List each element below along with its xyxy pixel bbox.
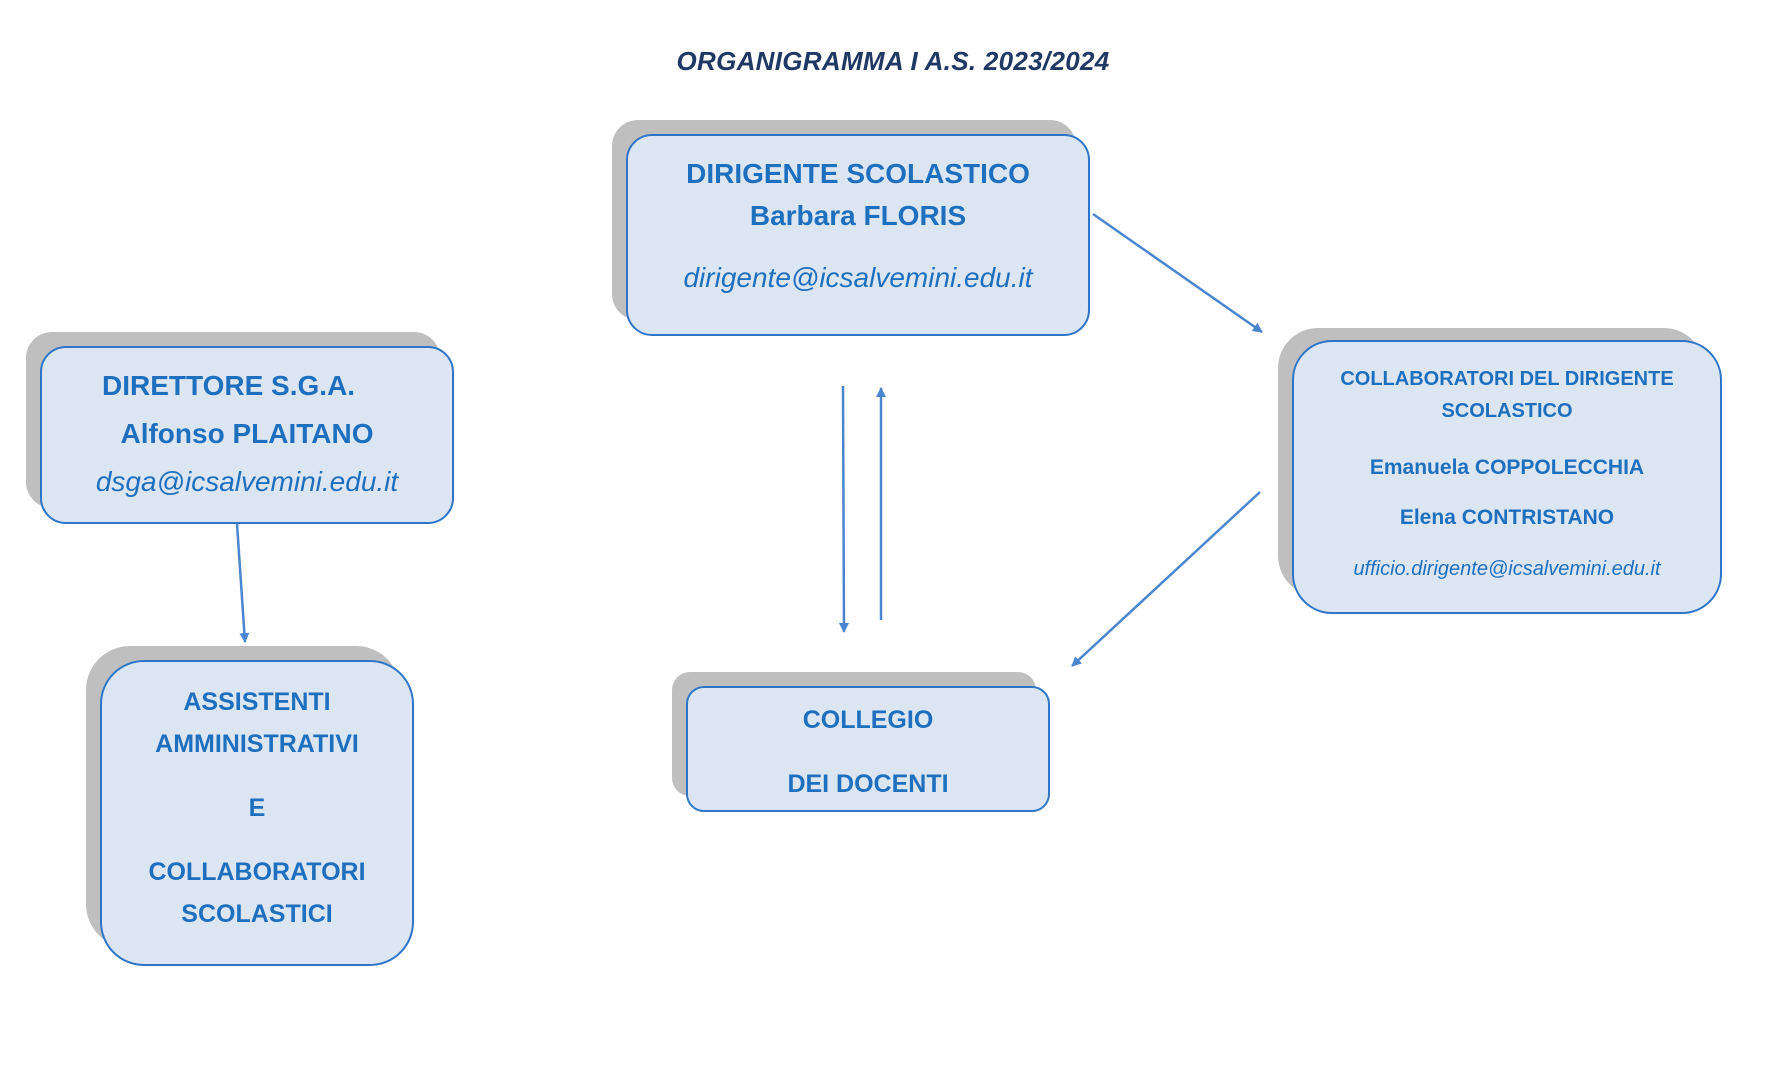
collaboratori-name2: Elena CONTRISTANO xyxy=(1399,506,1615,529)
collaboratori-name1: Emanuela COPPOLECCHIA xyxy=(1369,456,1645,479)
dirigente-email: dirigente@icsalvemini.edu.it xyxy=(683,262,1033,293)
arrow-dsga-to-assistenti xyxy=(235,523,250,643)
dirigente-box: DIRIGENTE SCOLASTICO Barbara FLORIS diri… xyxy=(626,134,1090,336)
dsga-box: DIRETTORE S.G.A. Alfonso PLAITANO dsga@i… xyxy=(40,346,454,524)
dsga-name: Alfonso PLAITANO xyxy=(120,418,374,449)
page-title: ORGANIGRAMMA I A.S. 2023/2024 xyxy=(676,46,1110,76)
assistenti-line3: E xyxy=(248,794,266,822)
assistenti-line4: COLLABORATORI xyxy=(148,858,366,886)
arrow-dirigente-to-collegio xyxy=(838,385,849,633)
collaboratori-role-line2: SCOLASTICO xyxy=(1441,400,1573,422)
collaboratori-email: ufficio.dirigente@icsalvemini.edu.it xyxy=(1353,558,1661,580)
arrow-collaboratori-to-collegio xyxy=(1071,491,1261,667)
collaboratori-box: COLLABORATORI DEL DIRIGENTE SCOLASTICO E… xyxy=(1292,340,1722,614)
dirigente-role: DIRIGENTE SCOLASTICO xyxy=(686,158,1030,189)
assistenti-line5: SCOLASTICI xyxy=(181,900,333,928)
assistenti-line1: ASSISTENTI xyxy=(183,688,331,716)
collegio-line1: COLLEGIO xyxy=(802,706,934,734)
assistenti-line2: AMMINISTRATIVI xyxy=(155,730,359,758)
collaboratori-role-line1: COLLABORATORI DEL DIRIGENTE xyxy=(1340,368,1674,390)
dsga-role: DIRETTORE S.G.A. xyxy=(102,370,356,401)
assistenti-box: ASSISTENTI AMMINISTRATIVI E COLLABORATOR… xyxy=(100,660,414,966)
collegio-box: COLLEGIO DEI DOCENTI xyxy=(686,686,1050,812)
arrow-dirigente-to-collaboratori xyxy=(1092,212,1263,334)
collegio-line2: DEI DOCENTI xyxy=(787,770,949,798)
dirigente-name: Barbara FLORIS xyxy=(749,200,967,231)
dsga-email: dsga@icsalvemini.edu.it xyxy=(95,466,399,497)
